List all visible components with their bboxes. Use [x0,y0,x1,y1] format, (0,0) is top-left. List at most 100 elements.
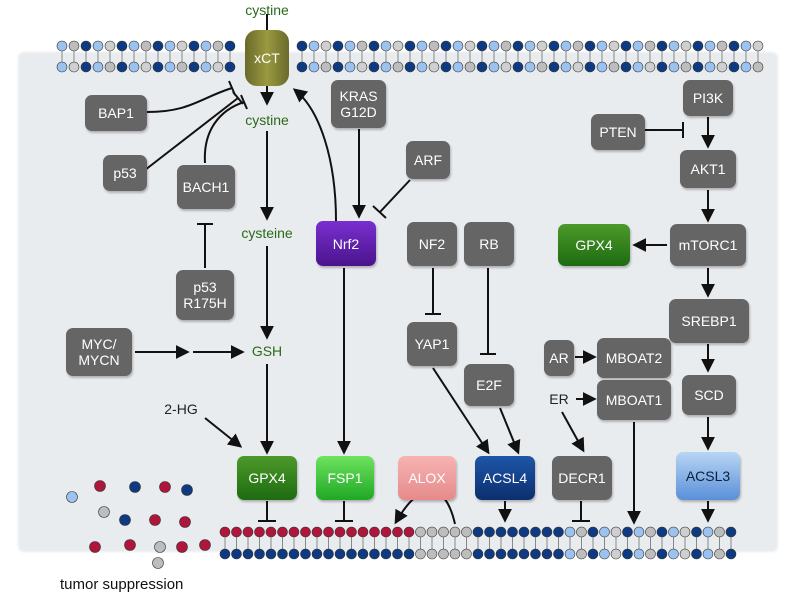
lipid-head [344,40,356,52]
lipid-head [644,61,656,73]
lipid-head [440,40,452,52]
lipid-head [714,526,725,538]
cystine-intracellular: cystine [245,112,289,128]
lipid-head [500,61,512,73]
lipid-head [524,40,536,52]
lipid-head [472,548,484,560]
lipid-head [68,61,80,73]
lipid-head [80,40,92,52]
lipid-head [344,61,356,73]
lipid-head [346,526,357,538]
lipid-head [357,526,369,538]
lipid-head [416,40,428,52]
lipid-head [224,40,236,52]
lipid-head [472,526,484,538]
lipid-head [553,548,564,560]
lipid-head [380,61,392,73]
lipid-head [584,40,596,52]
lipid-head [392,526,403,538]
free-lipid [159,481,171,493]
lipid-head [587,526,599,538]
lipid-head [357,548,369,560]
node-acsl4: ACSL4 [475,456,535,500]
lipid-head [404,40,416,52]
lipid-head [176,40,188,52]
lipid-head [188,61,200,73]
lipid-head [449,526,461,538]
lipid-head [518,548,530,560]
lipid-head [438,548,449,560]
node-mtorc1: mTORC1 [670,224,746,266]
node-yap1: YAP1 [407,322,457,366]
lipid-head [541,548,553,560]
lipid-head [92,61,104,73]
lipid-head [572,40,584,52]
lipid-head [392,548,403,560]
lipid-head [536,61,548,73]
cysteine: cysteine [241,225,293,241]
lipid-head [632,40,644,52]
lipid-head [277,526,288,538]
lipid-head [599,548,610,560]
lipid-head [495,548,507,560]
lipid-head [702,526,714,538]
lipid-head [464,61,476,73]
lipid-head [212,61,224,73]
lipid-head [461,526,472,538]
lipid-head [560,40,572,52]
node-akt1: AKT1 [680,150,736,188]
lipid-head [461,548,472,560]
free-lipid [179,516,191,528]
lipid-head [752,61,764,73]
node-er: ER [549,391,569,407]
node-arf: ARF [406,141,450,179]
lipid-head [610,548,622,560]
lipid-head [512,61,524,73]
free-lipid [181,484,193,496]
node-gpx4-effector: GPX4 [237,456,297,500]
lipid-head [277,548,288,560]
lipid-head [530,526,541,538]
lipid-head [219,548,231,560]
lipid-head [476,40,488,52]
gsh: GSH [251,343,283,359]
lipid-head [428,61,440,73]
free-lipid [199,539,211,551]
lipid-head [704,61,716,73]
lipid-head [104,40,116,52]
lipid-head [56,40,68,52]
lipid-head [369,548,380,560]
node-pi3k: PI3K [683,80,733,116]
lipid-head [242,548,254,560]
edge-e2f-acsl4 [499,407,521,455]
lipid-head [140,40,152,52]
lipid-head [311,548,323,560]
edge-arf-nrf2 [379,179,411,213]
lipid-head [507,548,518,560]
lipid-head [620,40,632,52]
xct-transporter: xCT [245,30,289,86]
lipid-head [512,40,524,52]
lipid-head [633,548,645,560]
free-lipid [176,541,188,553]
free-lipid [129,481,141,493]
lipid-head [380,526,392,538]
node-bap1: BAP1 [85,95,147,131]
lipid-head [702,548,714,560]
node-nf2: NF2 [407,222,457,266]
lipid-head [495,526,507,538]
lipid-head [296,40,308,52]
lipid-head [500,40,512,52]
lipid-head [300,526,311,538]
lipid-head [334,526,346,538]
lipid-head [440,61,452,73]
node-kras-g12d: KRAS G12D [331,80,386,128]
free-lipid-molecules [66,480,211,569]
lipid-head [380,548,392,560]
lipid-head [692,40,704,52]
free-lipid [124,539,136,551]
lipid-head [668,526,679,538]
lipid-head [242,526,254,538]
node-ar: AR [544,340,574,376]
